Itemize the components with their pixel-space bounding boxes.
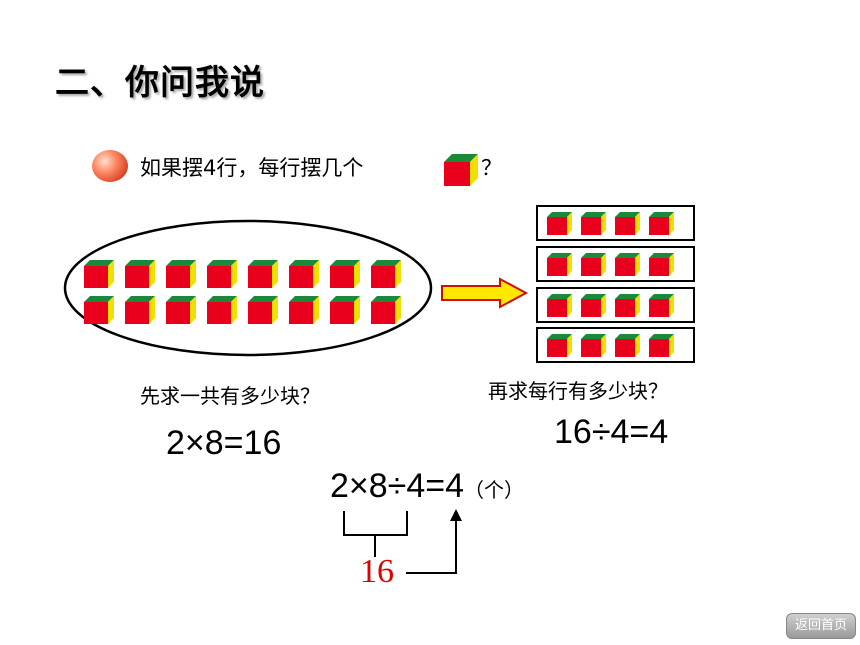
cube [84,296,114,324]
calc-bracket [343,509,462,574]
cube [581,212,606,235]
cube [289,296,319,324]
cube [649,294,674,317]
cube-group-ellipse [63,219,433,357]
intermediate-result: 16 [360,553,394,590]
cube [615,253,640,276]
bullet-ball-icon [92,150,128,182]
back-home-button[interactable]: 返回首页 [786,613,856,639]
cube [649,334,674,357]
combined-expression-text: 2×8÷4=4 [330,467,465,505]
left-equation: 2×8=16 [166,424,282,462]
cube [581,253,606,276]
cube-rows-4x4 [536,205,695,363]
question-mark: ？ [481,156,502,180]
right-arrow-icon [441,277,529,309]
cube-row-box [536,327,695,363]
cube-icon [444,154,478,186]
cube [371,296,401,324]
cube [207,296,237,324]
cube [581,334,606,357]
cube [547,334,572,357]
cube [547,212,572,235]
cube [547,253,572,276]
left-caption: 先求一共有多少块？ [140,384,320,408]
cube [649,212,674,235]
cube-row-box [536,205,695,241]
cube [289,260,319,288]
cube [547,294,572,317]
combined-unit: （个） [464,480,525,502]
cube [615,294,640,317]
cube-row-box [536,246,695,282]
cube [166,260,196,288]
cube [330,296,360,324]
question-text: 如果摆4行，每行摆几个 [140,156,364,180]
combined-expression: 2×8÷4=4（个） [330,467,524,506]
cube-row-box [536,287,695,323]
cube [649,253,674,276]
cube [207,260,237,288]
cube [615,334,640,357]
cube [84,260,114,288]
cube [166,296,196,324]
page-title: 二、你问我说 [55,63,265,103]
cube [248,296,278,324]
right-caption: 再求每行有多少块？ [488,379,668,403]
cube [125,260,155,288]
cube [581,294,606,317]
cube [371,260,401,288]
cube [125,296,155,324]
cube [248,260,278,288]
cube [330,260,360,288]
right-equation: 16÷4=4 [554,413,669,451]
cube [615,212,640,235]
cube-grid-2x8 [84,260,401,324]
